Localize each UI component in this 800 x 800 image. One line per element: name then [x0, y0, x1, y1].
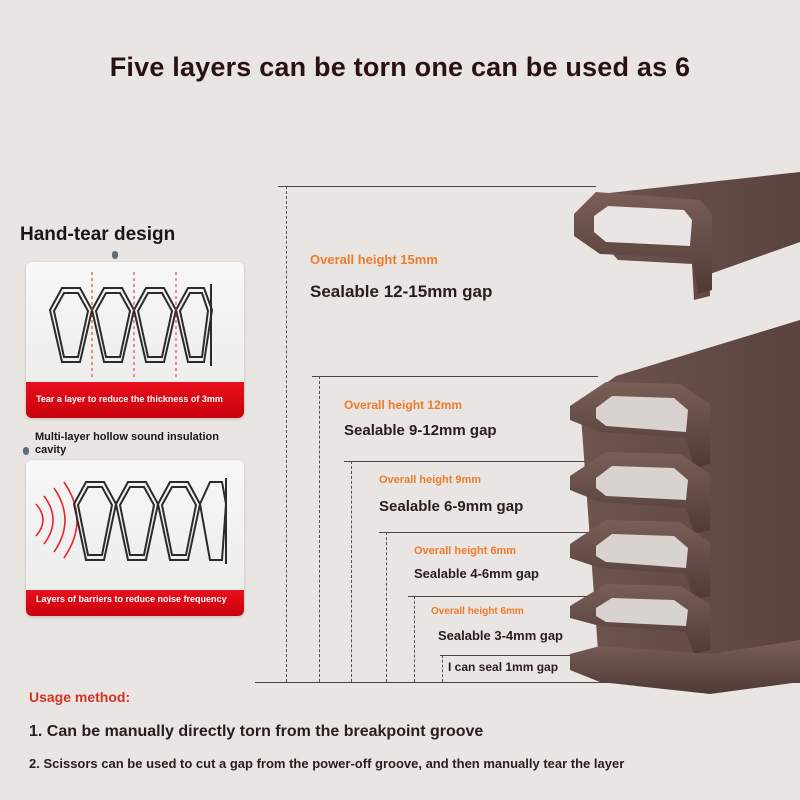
height-guide-15mm — [286, 186, 287, 682]
height-rule-4mm — [408, 596, 598, 597]
size-gap-label: Sealable 4-6mm gap — [414, 566, 539, 581]
sound-wave-illustration — [35, 478, 228, 564]
hand-tear-heading: Hand-tear design — [20, 224, 176, 245]
usage-method-title: Usage method: — [29, 689, 131, 705]
single-layer-strip — [574, 172, 800, 300]
height-rule-12mm — [312, 376, 598, 377]
card-banner: Layers of barriers to reduce noise frequ… — [26, 590, 244, 616]
size-gap-label: Sealable 3-4mm gap — [438, 628, 563, 643]
size-height-label: Overall height 12mm — [344, 398, 463, 412]
seal-cross-section-illustration — [48, 272, 214, 378]
dot-icon — [112, 251, 118, 259]
seal-strip-illustration — [570, 172, 800, 694]
height-guide-4mm — [414, 596, 415, 682]
hand-tear-card: Tear a layer to reduce the thickness of … — [26, 262, 244, 418]
height-guide-1mm — [442, 655, 443, 682]
size-gap-label: Sealable 9-12mm gap — [344, 422, 497, 439]
height-guide-9mm — [351, 461, 352, 682]
height-rule-9mm — [344, 461, 600, 462]
size-height-label: Overall height 9mm — [379, 474, 482, 486]
height-guide-12mm — [319, 376, 320, 682]
dot-icon — [23, 447, 29, 455]
height-rule-1mm — [440, 655, 600, 656]
baseline-rule — [255, 682, 800, 683]
height-guide-6mm — [386, 532, 387, 682]
size-gap-label: I can seal 1mm gap — [448, 660, 559, 674]
size-gap-label: Sealable 12-15mm gap — [310, 282, 493, 301]
sound-insulation-card: Layers of barriers to reduce noise frequ… — [26, 460, 244, 616]
usage-step-1: 1. Can be manually directly torn from th… — [29, 723, 484, 740]
usage-step-2: 2. Scissors can be used to cut a gap fro… — [29, 756, 625, 771]
multi-layer-strip — [570, 320, 800, 694]
height-rule-15mm — [278, 186, 596, 187]
height-rule-6mm — [379, 532, 599, 533]
page-title: Five layers can be torn one can be used … — [109, 52, 691, 82]
card-caption: Multi-layer hollow sound insulation cavi… — [35, 431, 219, 456]
size-height-label: Overall height 15mm — [310, 252, 438, 267]
size-gap-label: Sealable 6-9mm gap — [379, 498, 524, 515]
size-height-label: Overall height 6mm — [431, 606, 524, 617]
card-banner: Tear a layer to reduce the thickness of … — [26, 382, 244, 418]
size-height-label: Overall height 6mm — [414, 545, 517, 557]
